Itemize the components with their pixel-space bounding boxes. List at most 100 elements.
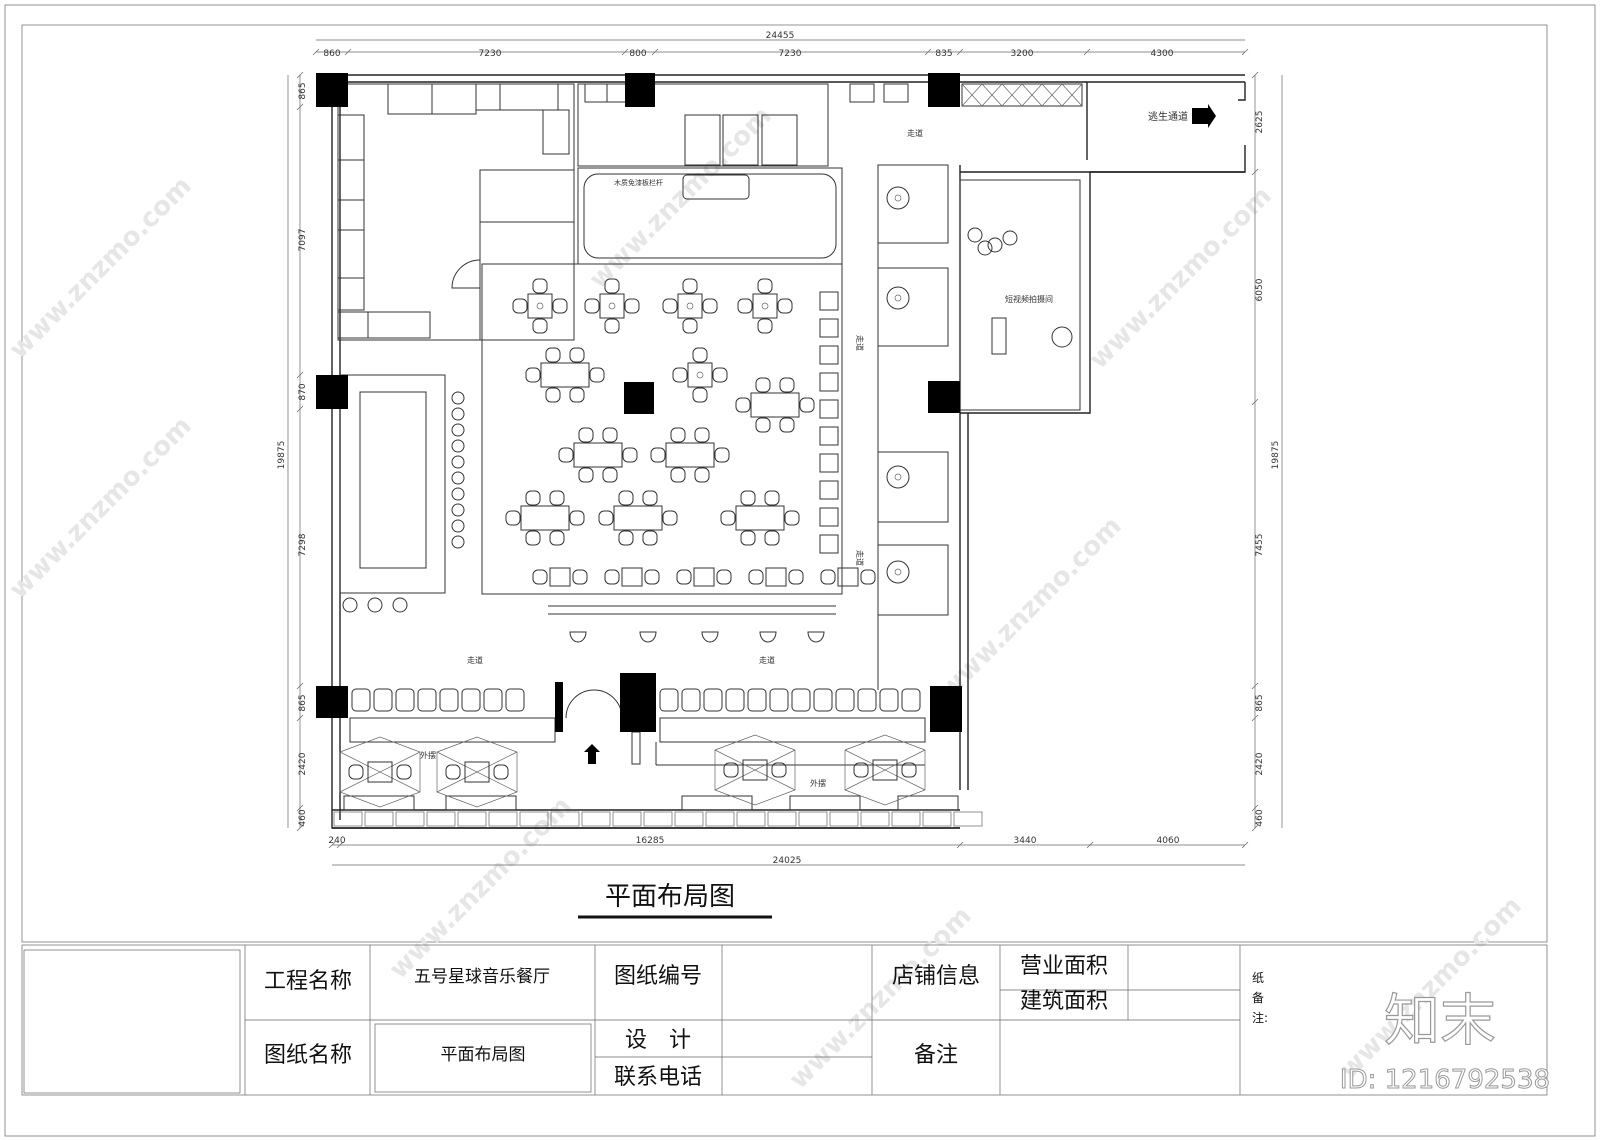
business-area-label: 营业面积 [1020, 954, 1108, 979]
window-seat [791, 688, 811, 712]
bar-counter [339, 374, 446, 594]
dim-label: 4060 [1157, 836, 1180, 846]
window-seat [725, 688, 745, 712]
table [752, 293, 778, 319]
dim-bottom-total: 24025 [773, 856, 802, 866]
paving-tile [333, 811, 363, 827]
chair [860, 569, 876, 585]
chair [642, 530, 658, 546]
dim-label: 7230 [779, 49, 802, 59]
dim-tick [296, 71, 304, 79]
chair [604, 569, 620, 585]
phone-label: 联系电话 [614, 1065, 702, 1090]
booth-table [748, 567, 804, 587]
dim-label: 16285 [636, 836, 665, 846]
paving-tile [550, 811, 580, 827]
bar-stool [451, 487, 465, 501]
photo-prop [1002, 230, 1018, 246]
table [665, 442, 715, 468]
dim-tick [1086, 841, 1094, 849]
dim-tick [296, 682, 304, 690]
chair [505, 510, 521, 526]
chair [549, 530, 565, 546]
paving-tile [922, 811, 952, 827]
table [367, 761, 393, 783]
outdoor-label: 外摆 [420, 750, 436, 760]
bar-stool [451, 391, 465, 405]
bar-stool [451, 407, 465, 421]
corridor-label: 走道 [855, 335, 865, 351]
chair [604, 278, 620, 294]
chair [525, 490, 541, 506]
table-center [608, 302, 616, 310]
wall-seat [819, 345, 839, 365]
table [742, 759, 768, 781]
round-table-center [894, 294, 902, 302]
dim-tick [344, 48, 352, 56]
paving-tile [767, 811, 797, 827]
chair [578, 467, 594, 483]
watermark-text: www.znzmo.com [1334, 891, 1528, 1085]
dim-right-total: 19875 [1271, 441, 1281, 470]
dim-tick [296, 714, 304, 722]
dim-tick [328, 841, 336, 849]
corridor-label: 走道 [907, 128, 923, 138]
chair [716, 569, 732, 585]
shelf-cross [1001, 83, 1023, 107]
chair [598, 510, 614, 526]
dim-tick [296, 371, 304, 379]
dimension-labels: 24455 860 7230 800 7230 835 3200 4300 19… [277, 31, 1281, 866]
high-stool [639, 631, 657, 643]
chair [644, 569, 660, 585]
dim-label: 2420 [298, 752, 308, 775]
chair [569, 347, 585, 363]
photo-prop [977, 240, 993, 256]
dim-tick [1241, 48, 1249, 56]
watermark-id: ID: 1216792538 [1340, 1065, 1550, 1095]
chair [569, 387, 585, 403]
dining-table-set [737, 278, 793, 334]
chair [764, 490, 780, 506]
chair [712, 367, 728, 383]
chair [650, 447, 666, 463]
dim-label: 7230 [479, 49, 502, 59]
dim-label: 800 [629, 49, 646, 59]
project-name-value: 五号星球音乐餐厅 [414, 967, 550, 987]
wall-seat [819, 426, 839, 446]
bar-stool [451, 455, 465, 469]
chair [692, 347, 708, 363]
booth-table [604, 567, 660, 587]
chair [545, 387, 561, 403]
window-seat [879, 688, 899, 712]
dining-table-set [735, 377, 815, 433]
chair [682, 318, 698, 334]
window-seat [395, 688, 415, 712]
building-area-label: 建筑面积 [1020, 989, 1108, 1014]
table [464, 761, 490, 783]
chair [558, 447, 574, 463]
table [872, 759, 898, 781]
table [540, 362, 590, 388]
dim-label: 870 [298, 383, 308, 400]
high-stool [701, 631, 719, 643]
escape-route-label: 逃生通道 [1148, 110, 1188, 123]
chair [771, 762, 787, 778]
chair [764, 530, 780, 546]
chair [779, 377, 795, 393]
table [735, 505, 785, 531]
photo-prop [967, 227, 983, 243]
paving-tile [395, 811, 425, 827]
table-center [686, 302, 694, 310]
chair [396, 764, 412, 780]
chair [445, 764, 461, 780]
booth-table [532, 567, 588, 587]
brand-logo: 知末 [1384, 989, 1496, 1054]
table [549, 567, 571, 587]
bar-stool [451, 471, 465, 485]
paving-tile [798, 811, 828, 827]
restroom [577, 83, 829, 167]
table [837, 567, 859, 587]
dim-label: 460 [1255, 809, 1265, 826]
dim-label: 3200 [1011, 49, 1034, 59]
window-seat [813, 688, 833, 712]
